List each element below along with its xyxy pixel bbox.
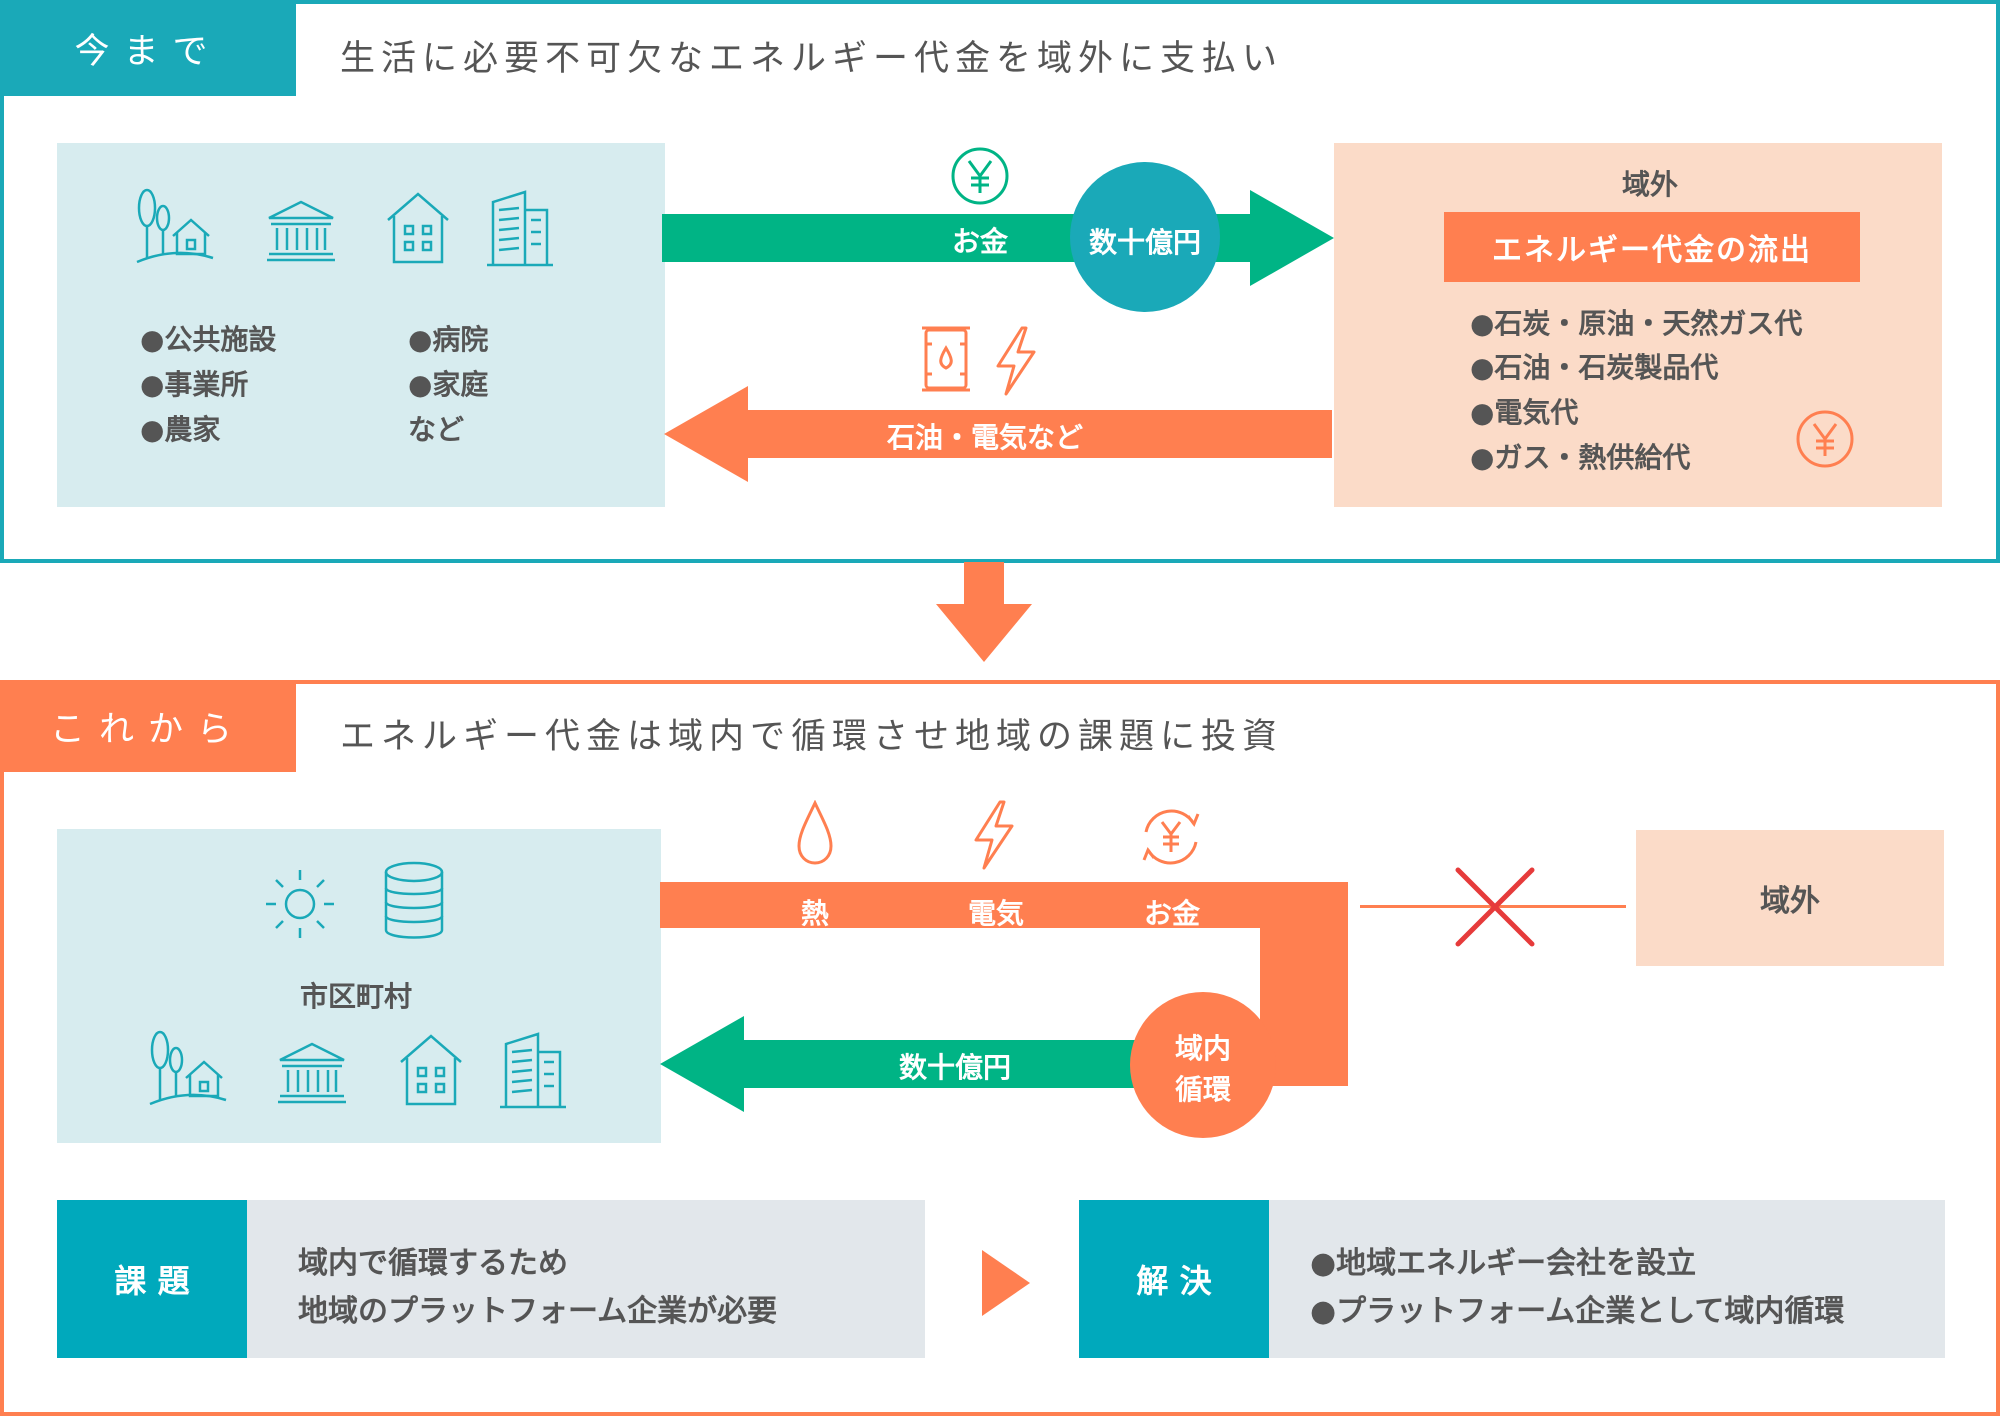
drop-icon — [797, 800, 833, 865]
public-building-icon — [278, 1042, 346, 1104]
before-item-home: ●家庭 — [408, 368, 489, 401]
outflow-item-coal: ●石炭・原油・天然ガス代 — [1470, 307, 1803, 340]
after-outside-box: 域外 — [1636, 830, 1944, 966]
energy-arrow-label: 石油・電気など — [886, 421, 1083, 454]
before-panel — [0, 0, 2000, 563]
solution-tag: 解 決 — [1079, 1200, 1269, 1358]
solution-line-1: ●地域エネルギー会社を設立 — [1310, 1246, 1697, 1281]
municipality-label: 市区町村 — [300, 980, 413, 1013]
house-icon — [400, 1034, 462, 1106]
storage-tank-icon — [384, 861, 444, 939]
house-icon — [387, 192, 449, 264]
cross-icon — [1455, 867, 1535, 947]
outflow-item-oil: ●石油・石炭製品代 — [1470, 351, 1719, 384]
before-item-public: ●公共施設 — [140, 323, 277, 356]
after-tag: これから — [0, 680, 296, 772]
before-item-farm: ●農家 — [140, 413, 221, 446]
outflow-banner: エネルギー代金の流出 — [1444, 212, 1860, 282]
amount-label: 数十億円 — [1088, 226, 1201, 259]
issue-tag: 課 題 — [57, 1200, 247, 1358]
outside-region-title: 域外 — [1621, 168, 1678, 201]
issue-line-1: 域内で循環するため — [298, 1246, 568, 1281]
yen-icon — [1796, 410, 1854, 468]
issue-line-2: 地域のプラットフォーム企業が必要 — [298, 1294, 778, 1329]
tree-house-icon — [136, 188, 214, 264]
before-community-box — [57, 143, 665, 507]
flow-money-label: お金 — [1143, 897, 1200, 930]
transition-arrow — [936, 562, 1032, 662]
tree-house-icon — [149, 1030, 227, 1106]
after-panel — [0, 680, 2000, 1416]
amount-circle — [1070, 162, 1220, 312]
office-building-icon — [487, 190, 553, 267]
before-headline: 生活に必要不可欠なエネルギー代金を域外に支払い — [340, 39, 1284, 79]
issue-to-solution-arrow — [982, 1250, 1030, 1316]
money-arrow-label: お金 — [951, 225, 1008, 258]
outflow-item-electricity: ●電気代 — [1470, 396, 1579, 429]
before-item-hospital: ●病院 — [408, 323, 489, 356]
yen-cycle-icon — [1142, 809, 1200, 865]
office-building-icon — [500, 1032, 566, 1109]
solution-line-2: ●プラットフォーム企業として域内循環 — [1310, 1294, 1845, 1329]
before-item-etc: など — [408, 413, 465, 446]
lightning-icon — [996, 326, 1036, 396]
public-building-icon — [267, 200, 335, 262]
return-amount-label: 数十億円 — [898, 1051, 1011, 1084]
local-circulation-line1: 域内 — [1174, 1032, 1231, 1065]
after-headline: エネルギー代金は域内で循環させ地域の課題に投資 — [340, 717, 1284, 757]
outside-region-box — [1334, 143, 1942, 507]
return-money-arrow — [660, 1016, 1178, 1112]
lightning-icon — [974, 800, 1014, 870]
yen-icon — [951, 147, 1009, 205]
local-circulation-line2: 循環 — [1174, 1073, 1231, 1106]
outflow-item-gas: ●ガス・熱供給代 — [1470, 441, 1691, 474]
local-circulation-circle — [1130, 992, 1276, 1138]
flow-heat-label: 熱 — [800, 897, 829, 930]
before-item-business: ●事業所 — [140, 368, 249, 401]
circulation-loop — [660, 882, 1348, 1086]
oil-drum-icon — [922, 326, 970, 392]
energy-inflow-arrow — [664, 386, 1332, 482]
flow-electricity-label: 電気 — [967, 897, 1024, 930]
sun-icon — [266, 870, 334, 938]
before-tag: 今まで — [0, 0, 296, 96]
